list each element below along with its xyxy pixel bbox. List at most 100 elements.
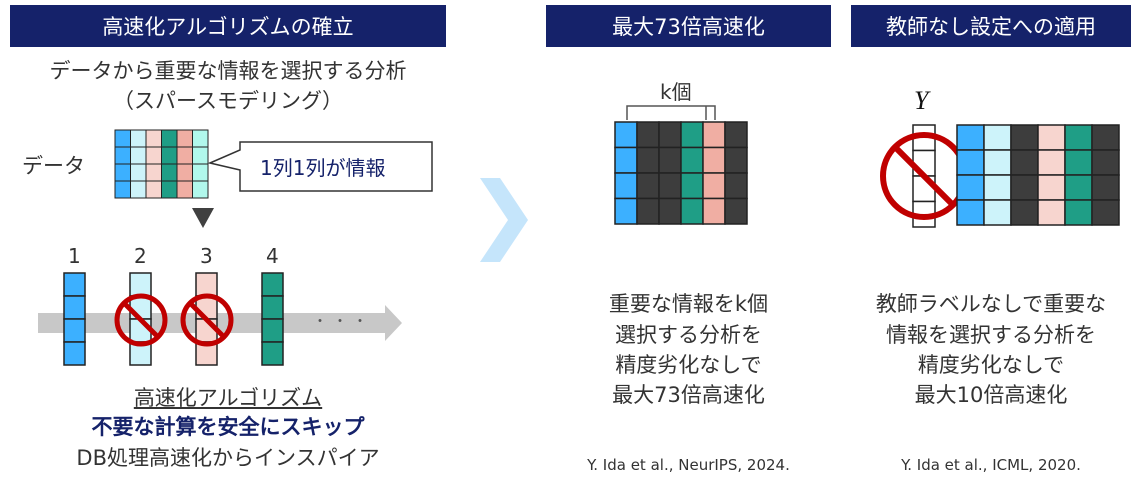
column-number: 4 — [266, 244, 279, 268]
matrix-cell — [983, 174, 1012, 201]
matrix-cell — [724, 197, 748, 225]
caption-inspire: DB処理高速化からインスパイア — [76, 446, 380, 470]
matrix-cell — [658, 172, 682, 200]
down-triangle-icon — [192, 208, 214, 228]
matrix-cell — [161, 163, 178, 182]
matrix-cell — [114, 163, 131, 182]
right-desc: 情報を選択する分析を — [886, 323, 1096, 347]
matrix-cell — [658, 121, 682, 149]
callout-box — [207, 141, 433, 192]
matrix-cell — [130, 146, 147, 165]
matrix-cell — [1010, 174, 1039, 201]
matrix-cell — [161, 146, 178, 165]
matrix-cell — [702, 172, 726, 200]
matrix-cell — [636, 197, 660, 225]
process-arrow — [38, 305, 402, 341]
matrix-cell — [192, 163, 209, 182]
data-label: データ — [22, 154, 85, 178]
matrix-cell — [129, 272, 152, 297]
matrix-cell — [261, 341, 284, 366]
chevron-arrow-icon — [480, 178, 528, 262]
matrix-cell — [130, 163, 147, 182]
matrix-cell — [1091, 199, 1120, 226]
matrix-cell — [702, 121, 726, 149]
matrix-cell — [176, 163, 193, 182]
matrix-cell — [176, 180, 193, 199]
matrix-cell — [680, 172, 704, 200]
right-desc: 最大10倍高速化 — [914, 383, 1068, 407]
matrix-cell — [1010, 124, 1039, 151]
matrix-cell — [145, 180, 162, 199]
matrix-cell — [192, 180, 209, 199]
middle-desc: 選択する分析を — [615, 323, 762, 347]
matrix-cell — [261, 318, 284, 343]
matrix-cell — [702, 146, 726, 174]
matrix-cell — [130, 129, 147, 148]
matrix-cell — [63, 318, 86, 343]
middle-desc: 精度劣化なしで — [615, 353, 762, 377]
matrix-cell — [680, 121, 704, 149]
matrix-cell — [636, 146, 660, 174]
matrix-cell — [261, 272, 284, 297]
matrix-cell — [63, 295, 86, 320]
matrix-cell — [614, 146, 638, 174]
right-desc: 教師ラベルなしで重要な — [875, 292, 1107, 316]
ellipsis: ・・・ — [313, 314, 373, 330]
matrix-cell — [1064, 199, 1093, 226]
matrix-cell — [1091, 149, 1120, 176]
unsupervised-matrix — [956, 124, 1120, 226]
caption-algorithm: 高速化アルゴリズム — [133, 386, 323, 410]
matrix-cell — [1010, 199, 1039, 226]
matrix-cell — [956, 199, 985, 226]
caption-skip: 不要な計算を安全にスキップ — [91, 415, 365, 439]
k-label: k個 — [660, 80, 692, 104]
matrix-cell — [145, 163, 162, 182]
data-matrix — [114, 129, 209, 199]
matrix-cell — [114, 146, 131, 165]
matrix-cell — [1064, 174, 1093, 201]
right-header: 教師なし設定への適用 — [851, 5, 1131, 47]
middle-desc: 重要な情報をk個 — [608, 292, 769, 316]
k-selection-matrix — [614, 121, 748, 225]
matrix-cell — [1037, 124, 1066, 151]
matrix-cell — [636, 121, 660, 149]
matrix-cell — [261, 295, 284, 320]
matrix-cell — [130, 180, 147, 199]
middle-header: 最大73倍高速化 — [546, 5, 831, 47]
matrix-cell — [956, 124, 985, 151]
column-number: 1 — [68, 244, 81, 268]
matrix-cell — [983, 124, 1012, 151]
matrix-cell — [983, 199, 1012, 226]
matrix-cell — [161, 129, 178, 148]
bracket — [626, 105, 716, 120]
matrix-cell — [702, 197, 726, 225]
matrix-cell — [636, 172, 660, 200]
matrix-cell — [161, 180, 178, 199]
left-subtitle: データから重要な情報を選択する分析 — [49, 59, 407, 83]
matrix-cell — [114, 180, 131, 199]
y-label: Y — [914, 86, 929, 115]
matrix-cell — [956, 174, 985, 201]
matrix-cell — [1064, 149, 1093, 176]
matrix-cell — [63, 272, 86, 297]
matrix-cell — [658, 197, 682, 225]
middle-desc: 最大73倍高速化 — [612, 383, 765, 407]
matrix-cell — [1010, 149, 1039, 176]
column-number: 2 — [134, 244, 147, 268]
matrix-cell — [680, 146, 704, 174]
matrix-cell — [145, 146, 162, 165]
matrix-cell — [956, 149, 985, 176]
matrix-cell — [614, 197, 638, 225]
matrix-cell — [176, 146, 193, 165]
matrix-cell — [724, 121, 748, 149]
matrix-cell — [1037, 174, 1066, 201]
middle-reference: Y. Ida et al., NeurIPS, 2024. — [587, 456, 790, 474]
matrix-cell — [195, 272, 218, 297]
matrix-cell — [1091, 124, 1120, 151]
matrix-cell — [192, 129, 209, 148]
matrix-cell — [63, 341, 86, 366]
matrix-cell — [658, 146, 682, 174]
callout-text: 1列1列が情報 — [260, 156, 386, 180]
matrix-cell — [1091, 174, 1120, 201]
